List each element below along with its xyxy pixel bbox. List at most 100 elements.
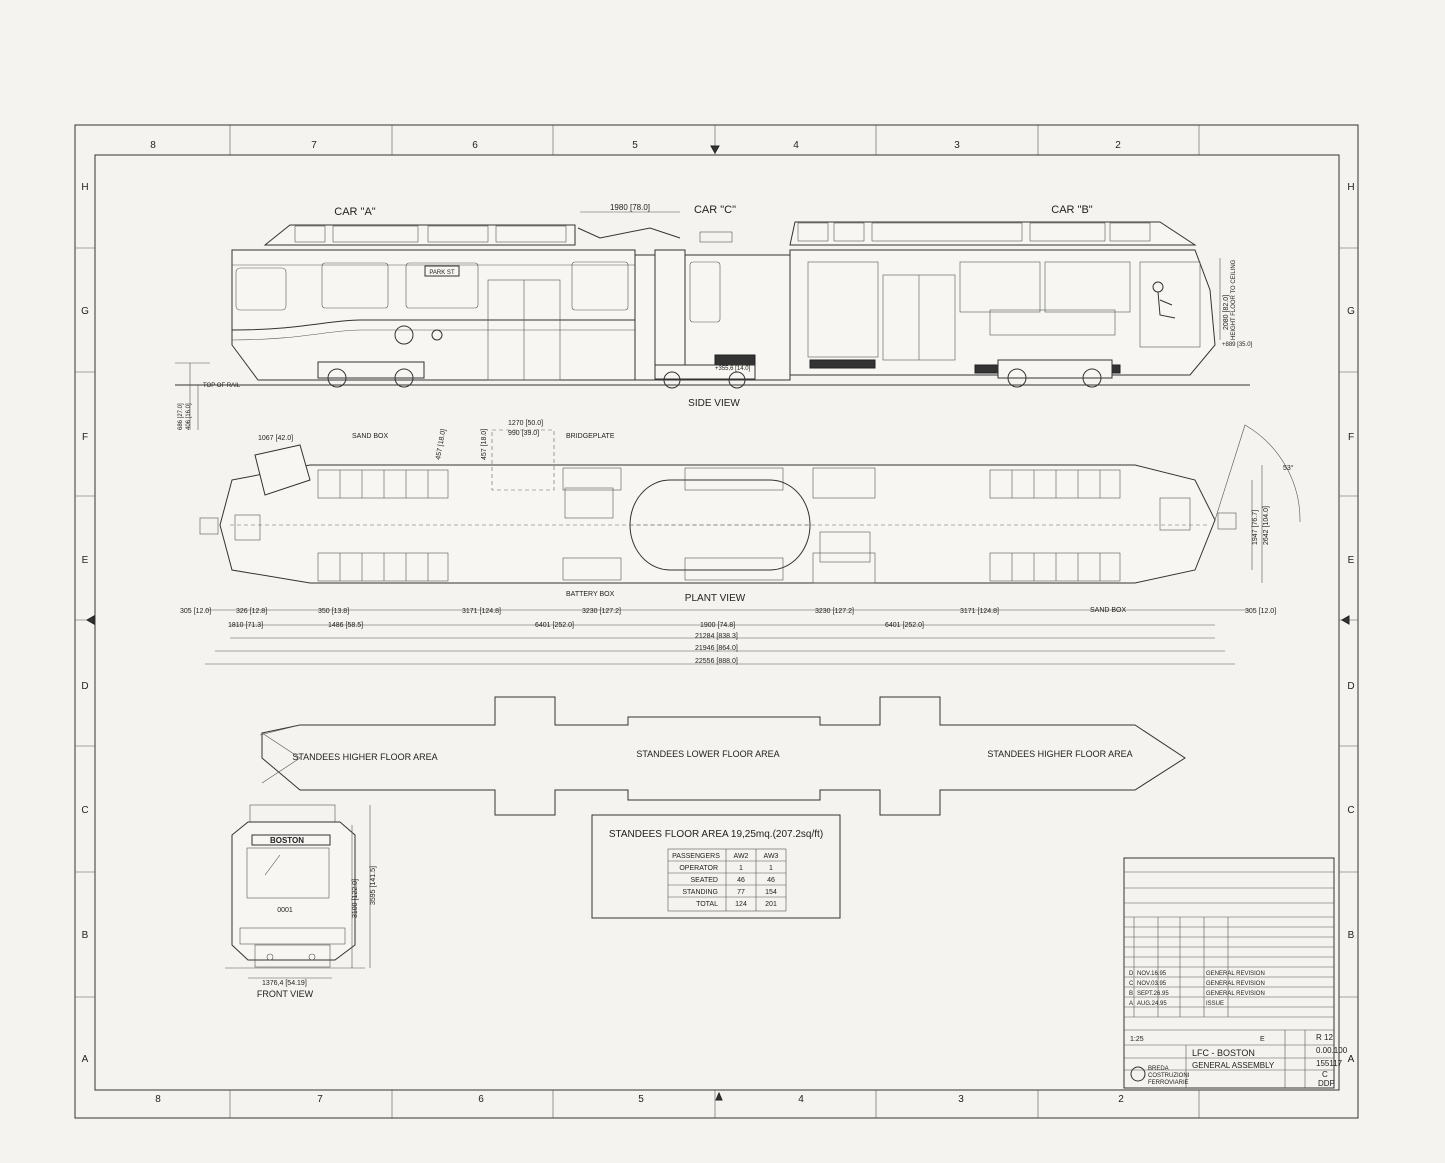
dim-2642: 2642 [104.0] <box>1263 506 1270 545</box>
sand-box-left-label: SAND BOX <box>352 433 389 440</box>
dim-roof: 1980 [78.0] <box>610 203 650 212</box>
table-cell: OPERATOR <box>679 865 718 872</box>
battery-box-label: BATTERY BOX <box>566 591 615 598</box>
grid-col-bottom: 7 <box>317 1094 323 1105</box>
dim-left-1: 686 [27.0] <box>178 403 184 430</box>
front-view-labels: BOSTON 0001 FRONT VIEW 1376,4 [54.19] 31… <box>257 836 377 999</box>
grid-row-left: H <box>81 182 88 193</box>
dim-990: 990 [39.0] <box>508 430 539 437</box>
bogie <box>317 361 425 388</box>
grid-col-top: 4 <box>793 140 799 151</box>
revision-desc: GENERAL REVISION <box>1206 971 1265 977</box>
dim-floor-right: +889 [35.0] <box>1222 342 1253 348</box>
company-logo-icon <box>1130 1066 1146 1082</box>
table-cell: 154 <box>765 889 777 896</box>
design-stage: C <box>1322 1070 1328 1079</box>
dim-row2: 6401 [252.0] <box>535 622 574 629</box>
front-destination-sign: BOSTON <box>270 836 304 845</box>
standees-table-title: STANDEES FLOOR AREA 19,25mq.(207.2sq/ft) <box>609 829 823 840</box>
table-cell: 1 <box>739 865 743 872</box>
revision-desc: GENERAL REVISION <box>1206 981 1265 987</box>
floor-area-center: STANDEES LOWER FLOOR AREA <box>636 749 779 759</box>
revision-letter: A <box>1129 1001 1133 1007</box>
file-id: DDP <box>1318 1079 1335 1088</box>
front-dim-h2: 3595 [141.5] <box>370 866 377 905</box>
dim-row1: 3171 [124.8] <box>462 608 501 615</box>
revision-desc: ISSUE <box>1206 1001 1224 1007</box>
revision-letter: C <box>1129 981 1134 987</box>
company-name: BREDA <box>1148 1066 1169 1072</box>
grid-col-top: 7 <box>311 140 317 151</box>
company-name: FERROVIARIE <box>1148 1080 1189 1086</box>
dim-row1: 326 [12.8] <box>236 608 267 615</box>
grid-col-bottom: 4 <box>798 1094 804 1105</box>
grid-col-top: 2 <box>1115 140 1121 151</box>
scale: 1:25 <box>1130 1036 1144 1043</box>
subtitle: GENERAL ASSEMBLY <box>1192 1061 1275 1070</box>
side-view <box>175 211 1250 430</box>
table-cell: STANDING <box>682 889 718 896</box>
title-block <box>1123 857 1335 1089</box>
dim-1067: 1067 [42.0] <box>258 435 293 442</box>
floor-area-right: STANDEES HIGHER FLOOR AREA <box>987 749 1132 759</box>
car-a-label: CAR "A" <box>334 206 376 218</box>
grid-col-top: 8 <box>150 140 156 151</box>
angle-label: 53° <box>1283 464 1294 472</box>
dim-1947: 1947 [76.7] <box>1252 510 1259 545</box>
standees-floor-area <box>259 696 1186 816</box>
table-cell: 1 <box>769 865 773 872</box>
height-label: HEIGHT FLOOR TO CEILING <box>1231 259 1237 340</box>
dim-total-3: 22556 [888.0] <box>695 658 738 665</box>
table-cell: 46 <box>737 877 745 884</box>
table-header: AW3 <box>764 853 779 860</box>
grid-row-right: G <box>1347 306 1355 317</box>
drawing-number: 0.00.100 <box>1316 1046 1348 1055</box>
grid-row-left: F <box>82 432 88 443</box>
grid-row-left: C <box>81 805 88 816</box>
size: E <box>1260 1036 1265 1043</box>
grid-col-top: 6 <box>472 140 478 151</box>
table-cell: SEATED <box>691 877 719 884</box>
car-c-label: CAR "C" <box>694 204 736 216</box>
grid-col-bottom: 8 <box>155 1094 161 1105</box>
dim-457b: 457 [18.0] <box>481 429 488 460</box>
dim-height: 2080 [82.0] <box>1223 295 1230 330</box>
plant-view <box>199 424 1301 665</box>
company-name: COSTRUZIONI <box>1148 1073 1190 1079</box>
top-of-rail-label: TOP OF RAIL <box>203 383 241 389</box>
grid-col-bottom: 3 <box>958 1094 964 1105</box>
table-cell: 77 <box>737 889 745 896</box>
standees-table-text: STANDEES FLOOR AREA 19,25mq.(207.2sq/ft)… <box>609 829 823 908</box>
dim-row1: 3230 [127.2] <box>815 608 854 615</box>
grid-row-left: D <box>81 681 88 692</box>
grid-row-right: C <box>1347 805 1354 816</box>
grid-col-bottom: 5 <box>638 1094 644 1105</box>
table-cell: 201 <box>765 901 777 908</box>
revision-letter: B <box>1129 991 1133 997</box>
dim-floor-mid: +355,6 [14.0] <box>715 366 751 372</box>
tipo-value: R 12 <box>1316 1033 1333 1042</box>
table-cell: TOTAL <box>696 901 718 908</box>
grid-row-left: A <box>82 1054 89 1065</box>
dim-row1: 350 [13.8] <box>318 608 349 615</box>
floor-area-labels: STANDEES HIGHER FLOOR AREA STANDEES LOWE… <box>292 749 1132 762</box>
bridgeplate-label: BRIDGEPLATE <box>566 433 615 440</box>
grid-row-right: E <box>1348 555 1355 566</box>
revision-desc: GENERAL REVISION <box>1206 991 1265 997</box>
dim-row1: 3230 [127.2] <box>582 608 621 615</box>
grid-row-right: F <box>1348 432 1354 443</box>
dim-total-1: 21284 [838.3] <box>695 633 738 640</box>
grid-row-right: A <box>1348 1054 1355 1065</box>
grid-row-right: B <box>1348 930 1355 941</box>
dim-row1: 3171 [124.8] <box>960 608 999 615</box>
grid-col-bottom: 2 <box>1118 1094 1124 1105</box>
bogie <box>997 359 1113 388</box>
drawing-border <box>74 124 1359 1119</box>
destination-sign: PARK ST <box>429 270 455 276</box>
revision-letter: D <box>1129 971 1134 977</box>
table-header: PASSENGERS <box>672 853 720 860</box>
revision-date: SEPT.26.95 <box>1137 991 1169 997</box>
table-cell: 124 <box>735 901 747 908</box>
floor-area-left: STANDEES HIGHER FLOOR AREA <box>292 752 437 762</box>
